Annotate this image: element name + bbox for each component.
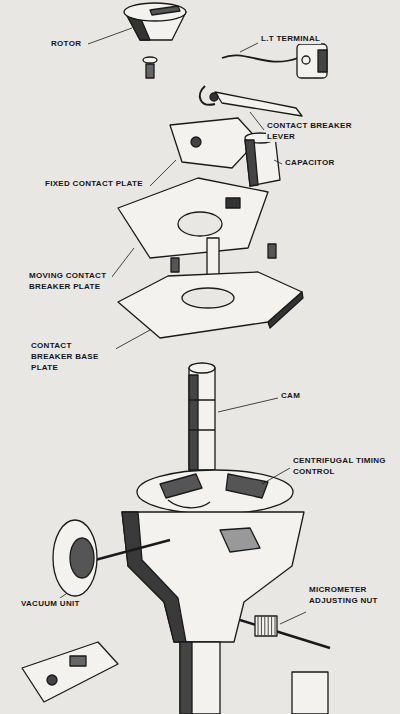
contact-breaker-base-plate: [118, 238, 303, 338]
part-label: L.T TERMINAL: [260, 33, 321, 44]
leader-line: [110, 330, 150, 352]
clamp-bolt: [70, 656, 86, 666]
screw: [268, 244, 276, 258]
base-plate: [118, 272, 302, 338]
clamp-plate: [22, 642, 118, 702]
terminal-nut: [302, 56, 310, 64]
leader-line: [280, 612, 306, 624]
housing-body: [122, 512, 304, 642]
adjuster-rod: [240, 620, 330, 648]
micrometer-adjusting-nut: [240, 616, 330, 648]
leader-line: [274, 160, 282, 164]
leader-line: [150, 160, 176, 186]
vacuum-diaphragm: [53, 520, 97, 596]
leader-line: [88, 28, 132, 44]
housing-shade: [122, 512, 186, 642]
leader-line: [218, 398, 278, 412]
part-label: CENTRIFUGAL TIMING CONTROL: [292, 455, 394, 477]
weight-plate: [137, 470, 293, 514]
leader-line: [262, 468, 290, 484]
clamp: [22, 642, 118, 702]
screws: [171, 244, 276, 272]
leader-line: [240, 43, 258, 52]
lever-arm: [215, 92, 302, 116]
cam-lobes: [189, 400, 215, 430]
screw: [171, 258, 179, 272]
moving-contact-breaker-plate: [118, 178, 268, 258]
part-label: VACUUM UNIT: [20, 598, 81, 609]
capacitor-shade: [245, 140, 258, 186]
shaft-shade: [180, 642, 192, 714]
plate-edge: [268, 292, 303, 328]
plate-screw: [191, 137, 201, 147]
vacuum-rod: [95, 540, 170, 560]
plate-hole: [178, 212, 222, 236]
knurled-nut: [255, 616, 277, 636]
cam-top: [189, 363, 215, 373]
part-label: MICROMETER ADJUSTING NUT: [308, 584, 396, 606]
leader-lines: [60, 28, 306, 624]
spare-tube: [292, 672, 328, 714]
centrifugal-timing-control: [137, 470, 293, 514]
part-label: FIXED CONTACT PLATE: [44, 178, 144, 189]
clamp-hole: [47, 675, 57, 685]
lever-pivot: [210, 93, 218, 101]
rotor-top: [124, 3, 186, 21]
spring: [168, 500, 210, 508]
base-hole: [182, 288, 234, 308]
part-label: CONTACT BREAKER BASE PLATE: [30, 340, 116, 373]
base-post: [207, 238, 219, 278]
screw-washer: [143, 57, 157, 78]
weight: [160, 474, 202, 498]
part-label: ROTOR: [50, 38, 82, 49]
rotor: [124, 3, 186, 40]
lt-terminal: [222, 44, 327, 78]
knurl-stroke: [258, 617, 259, 635]
lt-wire: [222, 55, 298, 61]
moving-plate: [118, 178, 268, 258]
cam-shade: [189, 375, 198, 470]
vacuum-hub: [70, 538, 94, 578]
leader-line: [250, 112, 264, 130]
vacuum-unit: [53, 520, 170, 596]
washer: [143, 57, 157, 63]
weight: [226, 474, 268, 498]
terminal-block: [297, 44, 327, 78]
knurl-stroke: [275, 617, 276, 635]
knurl-stroke: [268, 617, 269, 635]
cam-shaft: [189, 368, 215, 470]
drive-shaft: [180, 642, 220, 714]
contact-breaker-lever: [200, 86, 302, 116]
screw: [146, 64, 154, 78]
rotor-arm: [150, 6, 180, 15]
knurl-stroke: [264, 617, 265, 635]
part-label: CAPACITOR: [284, 157, 336, 168]
part-label: CAM: [280, 390, 301, 401]
distributor-housing: [122, 512, 304, 714]
part-label: MOVING CONTACT BREAKER PLATE: [28, 270, 112, 292]
micrometer-bracket: [220, 528, 260, 552]
part-label: CONTACT BREAKER LEVER: [266, 120, 363, 142]
square-hole: [226, 198, 240, 208]
cam: [189, 363, 215, 470]
knurling: [258, 617, 275, 635]
terminal-shade: [318, 50, 327, 72]
knurl-stroke: [261, 617, 262, 635]
knurl-stroke: [271, 617, 272, 635]
